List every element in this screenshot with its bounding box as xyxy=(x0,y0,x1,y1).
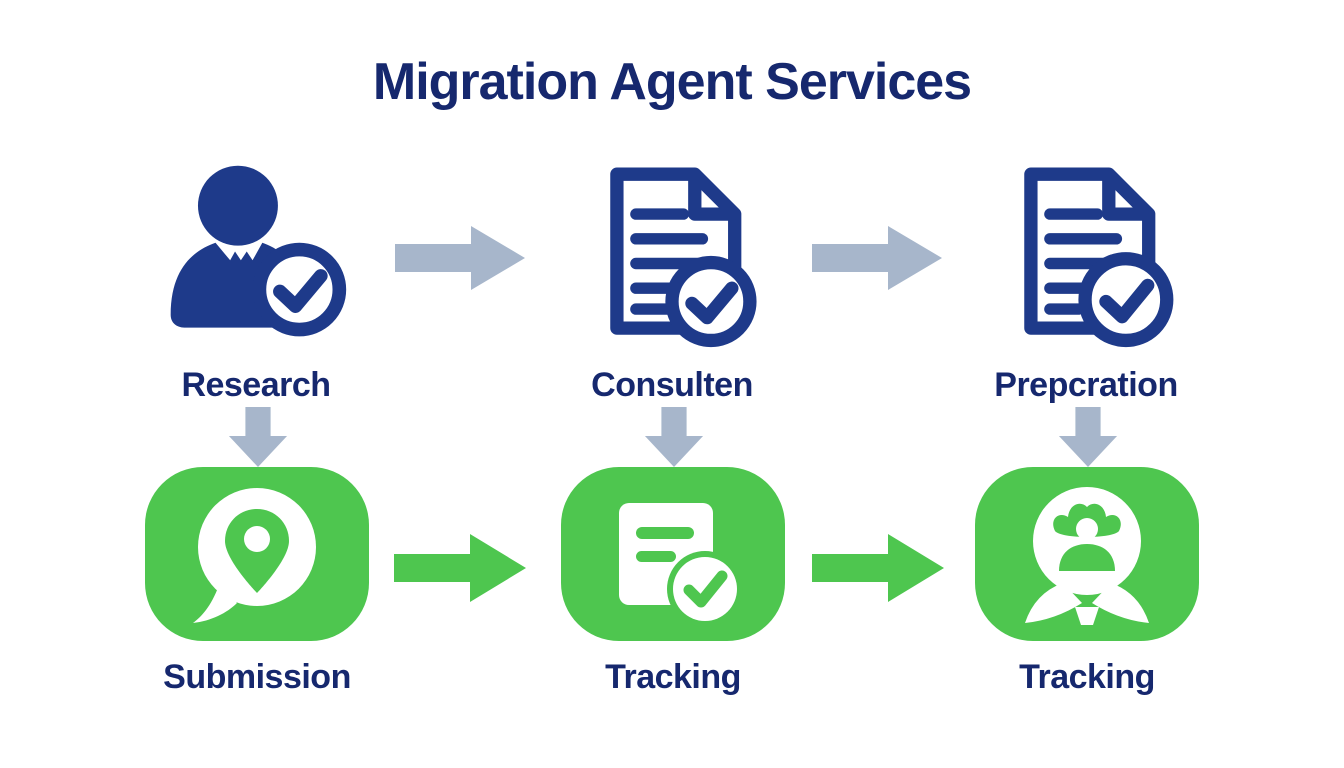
document-check-icon xyxy=(1024,167,1174,348)
right-arrow-icon xyxy=(394,534,526,602)
step-label-tracking-2: Tracking xyxy=(1019,658,1155,696)
location-bubble-icon xyxy=(145,467,369,641)
step-label-prepcration: Prepcration xyxy=(994,366,1178,404)
down-arrow-icon xyxy=(228,406,288,468)
right-arrow-icon xyxy=(812,534,944,602)
down-arrow-icon xyxy=(644,406,704,468)
step-label-submission: Submission xyxy=(163,658,351,696)
page-title: Migration Agent Services xyxy=(372,53,972,111)
step-label-research: Research xyxy=(181,366,331,404)
step-label-consulten: Consulten xyxy=(591,366,753,404)
note-check-icon xyxy=(561,467,785,641)
right-arrow-icon xyxy=(395,226,525,290)
right-arrow-icon xyxy=(812,226,942,290)
document-check-icon xyxy=(610,167,757,348)
person-badge-icon xyxy=(975,467,1199,641)
person-check-icon xyxy=(170,165,347,337)
step-label-tracking-1: Tracking xyxy=(605,658,741,696)
down-arrow-icon xyxy=(1058,406,1118,468)
